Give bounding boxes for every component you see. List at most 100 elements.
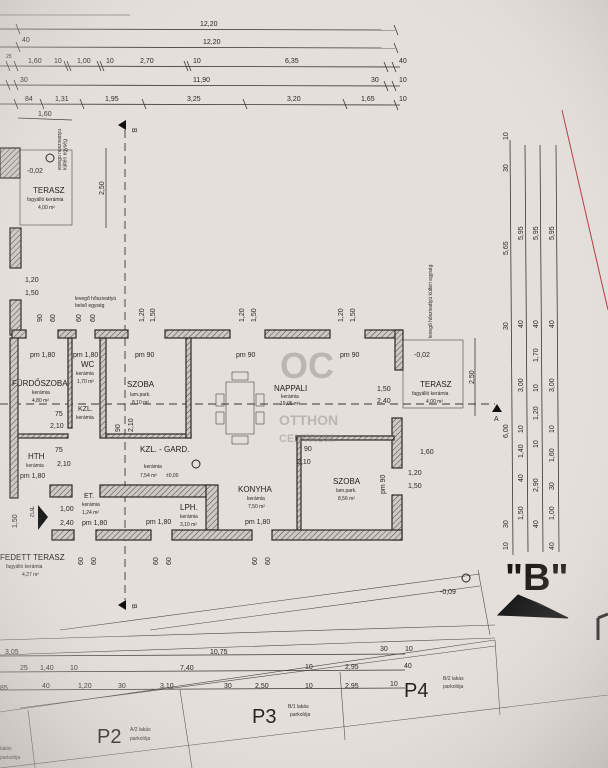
dim-text: 10 [399, 96, 407, 103]
parking-desc: parkolója [130, 736, 151, 742]
opening-label: pm 1,80 [30, 352, 55, 359]
room-name: TERASZ [420, 380, 452, 389]
dim-text: 30 [503, 322, 510, 330]
dim-text: 40 [22, 37, 30, 44]
watermark-logo-text: OC [280, 345, 334, 386]
opening-label: pm 90 [236, 352, 256, 359]
dim-text: 40 [518, 474, 525, 482]
dim-text: 7,40 [180, 665, 194, 672]
parking-id: P3 [252, 706, 276, 728]
watermark-text: CENTRUM [279, 433, 334, 445]
opening-label: pm 90 [340, 352, 360, 359]
parking-desc: lakás [0, 746, 12, 752]
dim-text: 2,95 [345, 683, 359, 690]
dim-text: 10 [533, 384, 540, 392]
room-name: HTH [28, 452, 45, 461]
room-lph: LPH. kerámia 3,10 m² [180, 503, 198, 528]
room-name: SZOBA [333, 477, 361, 486]
level-text: -0,09 [440, 589, 456, 596]
dim-text: 1,20 [408, 470, 422, 477]
opening-label: pm 1,80 [245, 519, 270, 526]
dim-text: 30 [380, 646, 388, 653]
dim-text: 10 [503, 542, 510, 550]
section-label: B [130, 128, 137, 133]
room-name: SZOBA [127, 380, 155, 389]
opening-label: pm 90 [135, 352, 155, 359]
heat-pump-unit-label: belső egység [75, 303, 105, 309]
opening-label: pm 1,80 [73, 352, 98, 359]
room-floor: kerámia [281, 394, 299, 400]
dim-text: 1,20 [239, 308, 246, 322]
dim-text: 5,65 [503, 241, 510, 255]
room-floor: kerámia [76, 415, 94, 421]
parking-desc: parkolója [0, 755, 21, 761]
dim-text: 40 [42, 683, 50, 690]
dim-text: 1,50 [25, 290, 39, 297]
dim-text: 10 [390, 681, 398, 688]
heat-pump-label: levegő hőszivattyú kültéri egység [428, 264, 434, 338]
room-name: NAPPALI [274, 384, 307, 393]
dim-text: 2,10 [128, 418, 135, 432]
dim-text: 25 [20, 665, 28, 672]
room-area: 7,54 m² [140, 473, 157, 479]
dim-text: 10 [533, 440, 540, 448]
room-name: LPH. [180, 503, 198, 512]
room-floor: fagyálló kerámia [412, 391, 449, 397]
unit-label: "B"/2 [28, 506, 34, 517]
dim-text: 90 [304, 446, 312, 453]
dim-text: 5,95 [549, 226, 556, 240]
room-area: 7,50 m² [248, 504, 265, 510]
dim-text: 1,20 [139, 308, 146, 322]
dim-text: 1,60 [420, 449, 434, 456]
dim-text: 2,40 [377, 398, 391, 405]
dim-text: 2,70 [140, 58, 154, 65]
dim-text: 1,20 [25, 277, 39, 284]
room-area: 1,70 m² [77, 379, 94, 385]
dim-text: 1,00 [77, 58, 91, 65]
dim-text: 1,50 [251, 308, 258, 322]
dim-text: 11,90 [193, 77, 210, 84]
dim-text: 60 [252, 557, 259, 565]
room-name: TERASZ [33, 186, 65, 195]
dim-text: 60 [166, 557, 173, 565]
dim-text: 5,95 [518, 226, 525, 240]
dim-text: 60 [50, 314, 57, 322]
dim-text: 2,10 [57, 461, 71, 468]
room-name: FEDETT TERASZ [0, 553, 65, 562]
dim-text: 1,60 [28, 58, 42, 65]
dim-text: 2,10 [297, 459, 311, 466]
opening-label: pm 1,80 [20, 473, 45, 480]
opening-label: pm 1,80 [82, 520, 107, 527]
dim-text: 60 [76, 314, 83, 322]
dim-text: 1,95 [105, 96, 119, 103]
dim-text: 3,00 [518, 378, 525, 392]
dim-text: 90 [37, 314, 44, 322]
dim-text: 30 [118, 683, 126, 690]
dim-text: 1,20 [338, 308, 345, 322]
room-floor: kerámia [144, 464, 162, 470]
opening-label: pm 1,80 [146, 519, 171, 526]
dim-text: 2,40 [60, 520, 74, 527]
dim-text: 2,90 [533, 478, 540, 492]
dim-text: 10 [503, 132, 510, 140]
dim-text: 75 [55, 411, 63, 418]
room-name: WC [81, 360, 95, 369]
room-name: ET. [84, 493, 94, 500]
dim-text: 60 [265, 557, 272, 565]
dim-text: 10 [70, 665, 78, 672]
dim-text: 30 [549, 482, 556, 490]
room-name: KZL. [78, 406, 93, 413]
section-label: A [494, 416, 499, 423]
room-area: 1,24 m² [82, 510, 99, 516]
dim-text: 40 [533, 520, 540, 528]
opening-label: pm 90 [380, 474, 387, 494]
dim-text: 2,50 [255, 683, 269, 690]
dim-text: 12,20 [200, 21, 218, 28]
dim-text: 10 [305, 664, 313, 671]
dim-text: 60 [91, 557, 98, 565]
room-name: KONYHA [238, 485, 272, 494]
room-floor: kerámia [26, 463, 44, 469]
parking-desc: A/2 lakás [130, 727, 151, 733]
watermark-text: OTTHON [279, 412, 338, 428]
room-area: 3,10 m² [180, 522, 197, 528]
